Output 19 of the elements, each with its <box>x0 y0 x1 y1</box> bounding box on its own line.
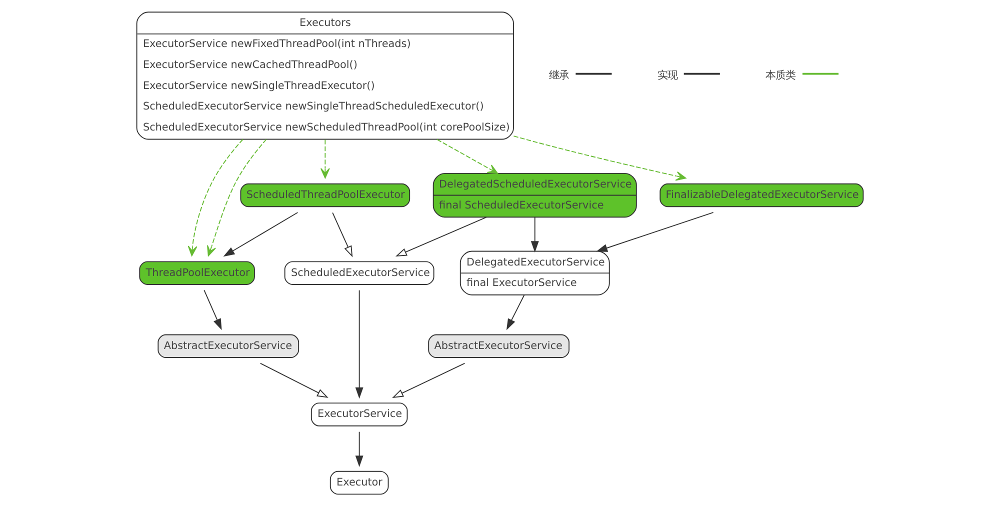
arrow <box>223 212 298 257</box>
arrow <box>320 139 330 178</box>
legend-label: 本质类 <box>765 69 796 82</box>
legend-label: 实现 <box>657 69 678 82</box>
arrow <box>207 138 267 256</box>
arrow <box>436 138 498 174</box>
arrow <box>392 362 466 398</box>
arrow <box>513 136 686 181</box>
arrow <box>355 431 364 468</box>
arrow <box>355 290 364 399</box>
arrow <box>204 290 222 330</box>
legend-label: 继承 <box>549 69 570 82</box>
arrow <box>188 138 244 256</box>
arrow <box>596 212 714 252</box>
arrow <box>506 294 525 330</box>
arrow <box>332 212 353 258</box>
arrow <box>530 216 539 253</box>
arrow <box>395 216 487 257</box>
arrow <box>260 362 328 398</box>
